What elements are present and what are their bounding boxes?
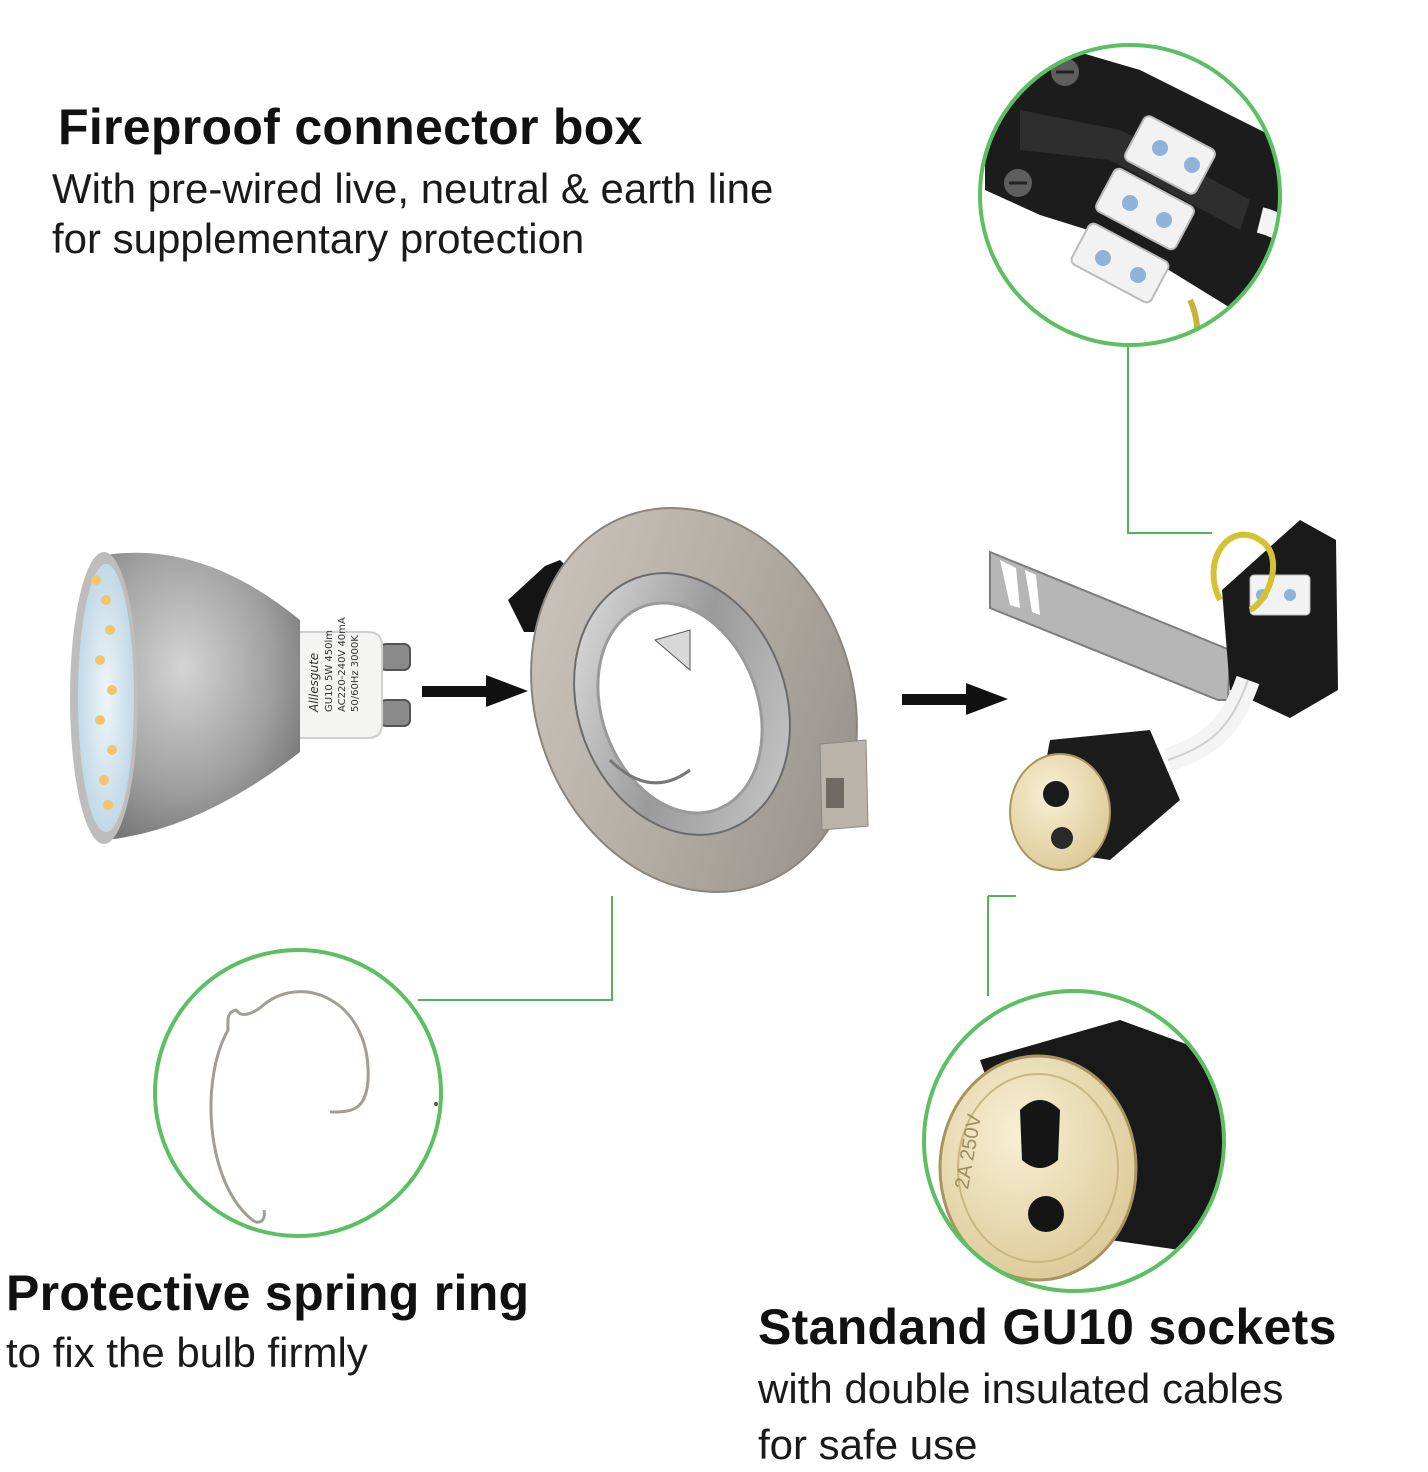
bulb-spec-2: AC220-240V 40mA — [337, 617, 348, 712]
connector-box-title: Fireproof connector box — [58, 99, 643, 155]
arrow-right-icon — [902, 683, 1008, 715]
led-bulb: Alllesgute GU10 5W 450lm AC220-240V 40mA… — [70, 552, 411, 844]
bulb-spec-3: 50/60Hz 3000K — [350, 635, 361, 712]
spring-ring-title: Protective spring ring — [6, 1265, 530, 1321]
socket-closeup: 2A 250V — [922, 989, 1226, 1293]
bulb-brand: Alllesgute — [307, 653, 321, 713]
sockets-line-2: for safe use — [758, 1421, 978, 1469]
sockets-title: Standand GU10 sockets — [758, 1299, 1337, 1355]
connector-box-closeup — [978, 43, 1282, 347]
connector-box-line-2: for supplementary protection — [52, 215, 585, 263]
sockets-caption: Standand GU10 sockets with double insula… — [758, 1302, 1337, 1471]
arrow-right-icon — [422, 675, 528, 707]
socket-assembly — [989, 520, 1338, 871]
connector-box-line-1: With pre-wired live, neutral & earth lin… — [52, 165, 774, 212]
spring-ring-caption: Protective spring ring to fix the bulb f… — [6, 1268, 529, 1378]
connector-box-caption: Fireproof connector box With pre-wired l… — [52, 99, 773, 265]
callout-lines — [418, 346, 1212, 1001]
bulb-label: Alllesgute GU10 5W 450lm AC220-240V 40mA… — [307, 617, 361, 713]
sockets-line-1: with double insulated cables — [758, 1365, 1284, 1412]
bulb-spec-1: GU10 5W 450lm — [324, 630, 335, 712]
downlight-trim — [508, 507, 869, 893]
spring-ring-closeup — [153, 948, 443, 1238]
spring-ring-line-1: to fix the bulb firmly — [6, 1329, 368, 1376]
